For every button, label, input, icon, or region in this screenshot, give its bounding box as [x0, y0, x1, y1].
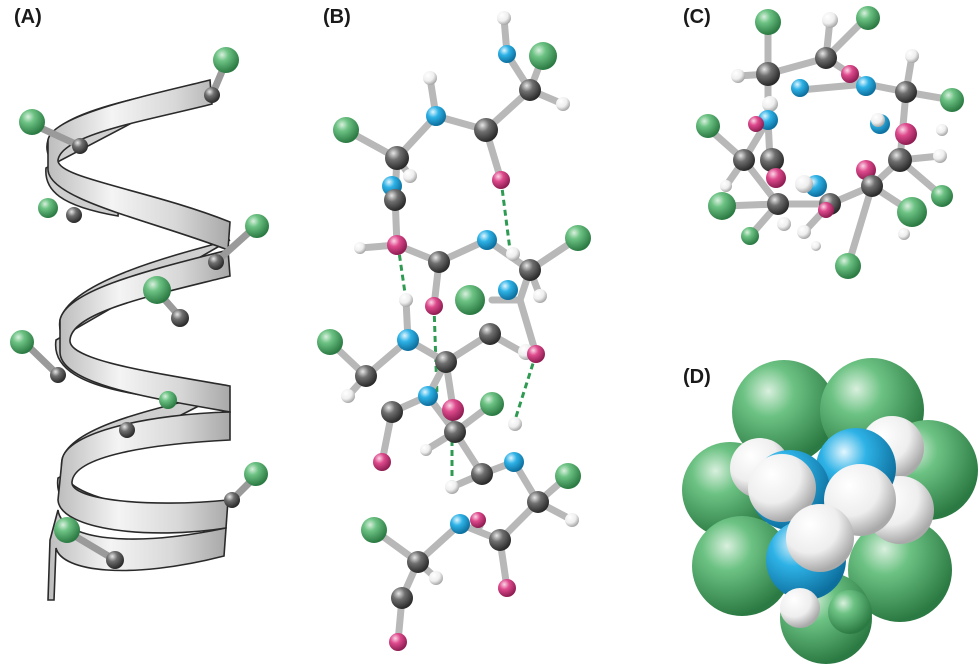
- panel-label-a: (A): [14, 6, 42, 28]
- panel-label-c: (C): [683, 6, 711, 28]
- panel-a-ribbon-helix: [10, 47, 269, 601]
- panel-b-ball-and-stick: [317, 11, 591, 651]
- panel-label-b: (B): [323, 6, 351, 28]
- panel-label-d: (D): [683, 366, 711, 388]
- panel-d-space-filling: [682, 358, 978, 664]
- panel-c-end-view: [696, 6, 964, 279]
